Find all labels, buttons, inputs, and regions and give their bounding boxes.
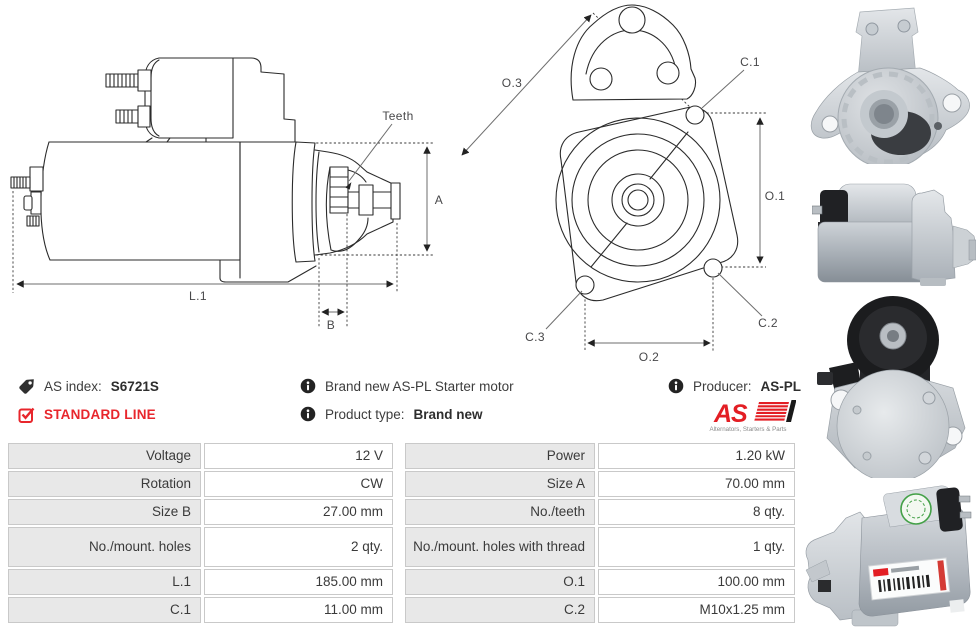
dim-label-c3: C.3 [525, 330, 545, 344]
product-photo-angled-view[interactable] [800, 482, 976, 636]
product-photo-side-view[interactable] [812, 170, 976, 288]
spec-label: C.2 [405, 597, 595, 623]
spec-label: Size A [405, 471, 595, 497]
spec-value: 11.00 mm [204, 597, 393, 623]
spec-label: No./mount. holes with thread [405, 527, 595, 567]
spec-value: 12 V [204, 443, 393, 469]
info-icon [668, 378, 684, 394]
product-type-label: Product type: [325, 406, 405, 422]
spec-label: No./mount. holes [8, 527, 201, 567]
as-index-row: AS index: S6721S [18, 377, 159, 395]
spec-label: O.1 [405, 569, 595, 595]
tag-icon [19, 378, 34, 394]
producer-label: Producer: [693, 378, 752, 394]
product-photo-front-view[interactable] [800, 2, 976, 164]
spec-table: Voltage 12 V Power 1.20 kW Rotation CW S… [8, 443, 795, 623]
info-icon [300, 406, 316, 422]
spec-value: 2 qty. [204, 527, 393, 567]
product-photo-rear-view[interactable] [805, 288, 976, 478]
starter-front-view-diagram: O.3 C.1 O.1 C.2 C.3 O.2 [461, 4, 786, 364]
dim-label-o2: O.2 [639, 350, 660, 364]
spec-label: Rotation [8, 471, 201, 497]
dim-label-o1: O.1 [765, 189, 786, 203]
spec-label: Power [405, 443, 595, 469]
product-type-row: Product type: Brand new [300, 405, 483, 423]
spec-label: No./teeth [405, 499, 595, 525]
standard-line-badge: STANDARD LINE [44, 406, 156, 422]
product-description: Brand new AS-PL Starter motor [325, 378, 514, 394]
producer-value: AS-PL [760, 378, 802, 394]
product-type-value: Brand new [413, 406, 483, 422]
spec-value: 1 qty. [598, 527, 795, 567]
spec-value: 185.00 mm [204, 569, 393, 595]
spacer [396, 597, 402, 623]
info-icon [300, 378, 316, 394]
producer-row: Producer: AS-PL [668, 377, 801, 395]
spacer [396, 443, 402, 469]
as-index-value: S6721S [110, 378, 159, 394]
dim-label-a: A [435, 193, 443, 207]
dim-label-b: B [327, 318, 335, 332]
spec-value: M10x1.25 mm [598, 597, 795, 623]
standard-line-row: STANDARD LINE [18, 405, 156, 423]
dim-label-c2: C.2 [758, 316, 778, 330]
spec-value: 1.20 kW [598, 443, 795, 469]
logo-text: AS [713, 400, 748, 428]
spacer [396, 527, 402, 567]
as-pl-logo: AS Alternators, Starters & Parts [709, 400, 796, 433]
dim-label-c1: C.1 [740, 55, 760, 69]
description-row: Brand new AS-PL Starter motor [300, 377, 514, 395]
spacer [396, 499, 402, 525]
dim-label-o3: O.3 [502, 76, 523, 90]
spec-label: Size B [8, 499, 201, 525]
spec-value: 27.00 mm [204, 499, 393, 525]
spec-value: 8 qty. [598, 499, 795, 525]
dim-label-teeth: Teeth [382, 109, 413, 123]
spec-label: Voltage [8, 443, 201, 469]
checked-checkbox-icon [18, 407, 35, 423]
starter-side-view-diagram: L.1 A B Teeth [10, 57, 443, 332]
spacer [396, 569, 402, 595]
dim-label-l1: L.1 [189, 289, 207, 303]
spacer [396, 471, 402, 497]
logo-tagline: Alternators, Starters & Parts [709, 426, 786, 433]
spec-value: 70.00 mm [598, 471, 795, 497]
spec-value: 100.00 mm [598, 569, 795, 595]
spec-label: L.1 [8, 569, 201, 595]
spec-label: C.1 [8, 597, 201, 623]
spec-value: CW [204, 471, 393, 497]
as-index-label: AS index: [44, 378, 102, 394]
